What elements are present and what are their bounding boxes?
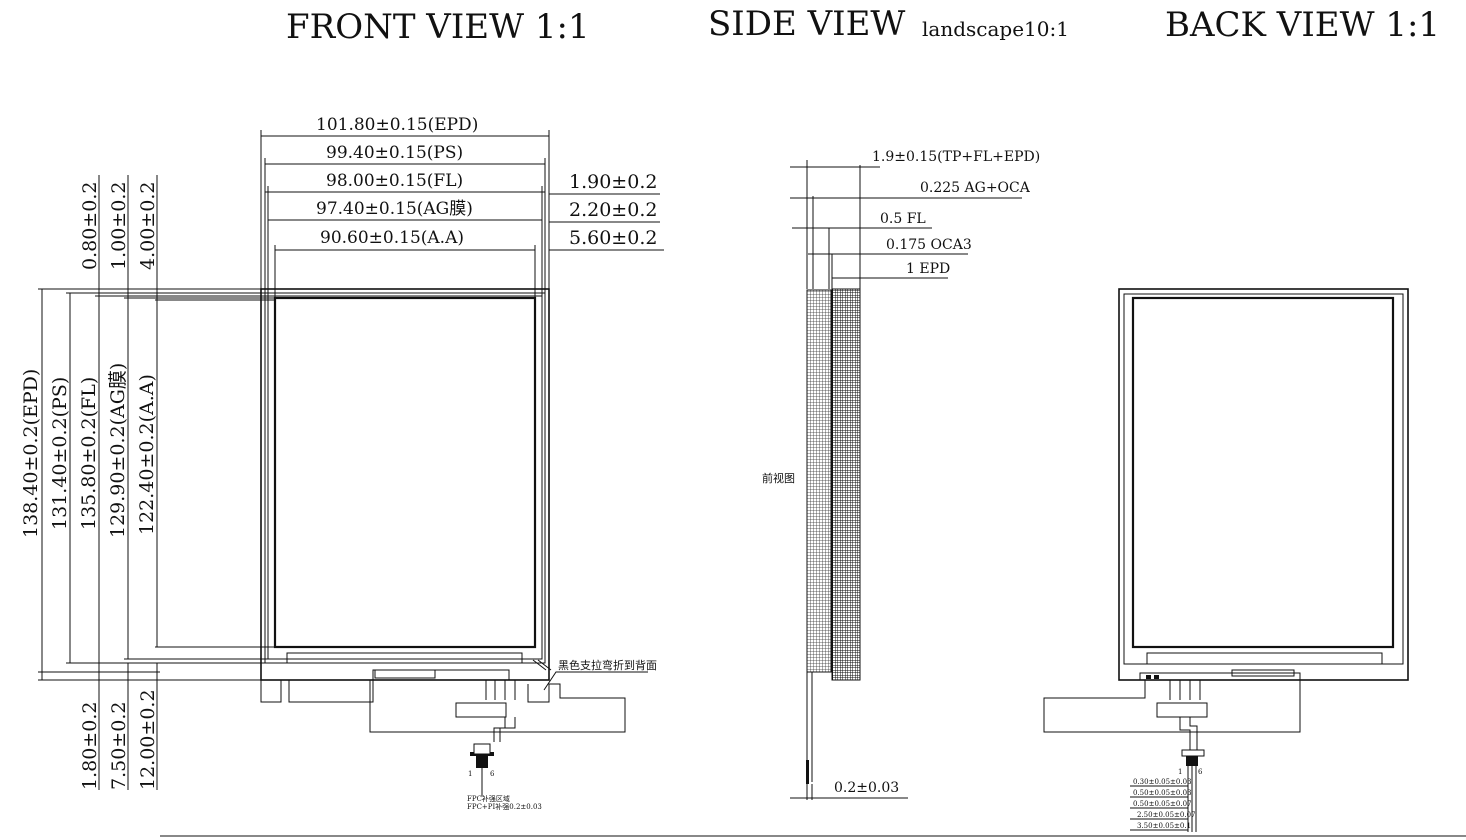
front-top-dimensions: 101.80±0.15(EPD) 99.40±0.15(PS) 98.00±0.… <box>260 115 550 298</box>
dim-top-0-80: 0.80±0.2 <box>79 182 101 270</box>
dim-top-1-00: 1.00±0.2 <box>108 182 130 270</box>
dim-bottom-7-50: 7.50±0.2 <box>108 702 130 790</box>
dim-right-1-90: 1.90±0.2 <box>569 171 657 193</box>
dim-ps-height: 131.40±0.2(PS) <box>49 377 71 530</box>
back-stack-dim-3: 0.50±0.05±0.07 <box>1133 800 1192 808</box>
dim-aa-width: 90.60±0.15(A.A) <box>320 228 464 248</box>
back-stack-dim-5: 3.50±0.05±0.1 <box>1137 822 1191 830</box>
fpc-note-1: FPC补强区域 <box>467 794 510 803</box>
dim-right-5-60: 5.60±0.2 <box>569 227 657 249</box>
front-right-dimensions: 1.90±0.2 2.20±0.2 5.60±0.2 <box>549 171 664 251</box>
back-stack-dim-1: 0.30±0.05±0.03 <box>1133 778 1192 786</box>
fpc-pin-1-label: 1 <box>468 770 472 778</box>
side-view: 1.9±0.15(TP+FL+EPD) 0.225 AG+OCA 0.5 FL … <box>762 149 1040 800</box>
fpc-pin-6-label: 6 <box>490 770 495 778</box>
dim-ag-width: 97.40±0.15(AG膜) <box>316 199 473 219</box>
dim-side-oca3: 0.175 OCA3 <box>886 237 972 253</box>
side-front-label: 前视图 <box>762 471 795 485</box>
dim-epd-width: 101.80±0.15(EPD) <box>316 115 478 135</box>
dim-bottom-12-00: 12.00±0.2 <box>137 689 159 790</box>
dim-side-fl: 0.5 FL <box>880 211 926 227</box>
dim-fl-width: 98.00±0.15(FL) <box>326 171 463 191</box>
back-stack-dim-4: 2.50±0.05±0.07 <box>1137 811 1196 819</box>
dim-epd-height: 138.40±0.2(EPD) <box>20 369 42 538</box>
fpc-note-2: FPC+PI补强0.2±0.03 <box>467 802 542 811</box>
front-left-dimensions: 0.80±0.2 1.00±0.2 4.00±0.2 138.40±0.2(EP… <box>20 175 275 790</box>
back-pin-6-label: 6 <box>1198 768 1203 776</box>
dim-side-total: 1.9±0.15(TP+FL+EPD) <box>872 149 1040 165</box>
side-view-scale: landscape10:1 <box>922 17 1069 41</box>
back-stack-dim-2: 0.50±0.05±0.03 <box>1133 789 1192 797</box>
dim-side-epd: 1 EPD <box>906 261 950 277</box>
dim-ag-height: 129.90±0.2(AG膜) <box>107 363 129 538</box>
dim-bottom-1-80: 1.80±0.2 <box>79 702 101 790</box>
front-view: 1 6 FPC补强区域 FPC+PI补强0.2±0.03 黑色支拉弯折到背面 <box>260 288 657 811</box>
back-view: 1 6 0.30±0.05±0.03 0.50±0.05±0.03 0.50±0… <box>1043 288 1409 832</box>
side-view-title: SIDE VIEW <box>708 4 905 44</box>
back-pin-1-label: 1 <box>1178 768 1182 776</box>
dim-ps-width: 99.40±0.15(PS) <box>326 143 463 163</box>
dim-side-fpc: 0.2±0.03 <box>834 780 899 796</box>
bend-note: 黑色支拉弯折到背面 <box>558 658 657 672</box>
dim-fl-height: 135.80±0.2(FL) <box>78 377 100 530</box>
front-view-title: FRONT VIEW 1:1 <box>286 7 590 47</box>
side-layer-epd <box>831 288 861 681</box>
dim-aa-height: 122.40±0.2(A.A) <box>136 374 158 535</box>
back-view-title: BACK VIEW 1:1 <box>1165 5 1440 45</box>
side-layer-tp <box>806 289 832 673</box>
dim-side-ag-oca: 0.225 AG+OCA <box>920 180 1031 196</box>
dim-right-2-20: 2.20±0.2 <box>569 199 657 221</box>
dim-top-4-00: 4.00±0.2 <box>137 182 159 270</box>
